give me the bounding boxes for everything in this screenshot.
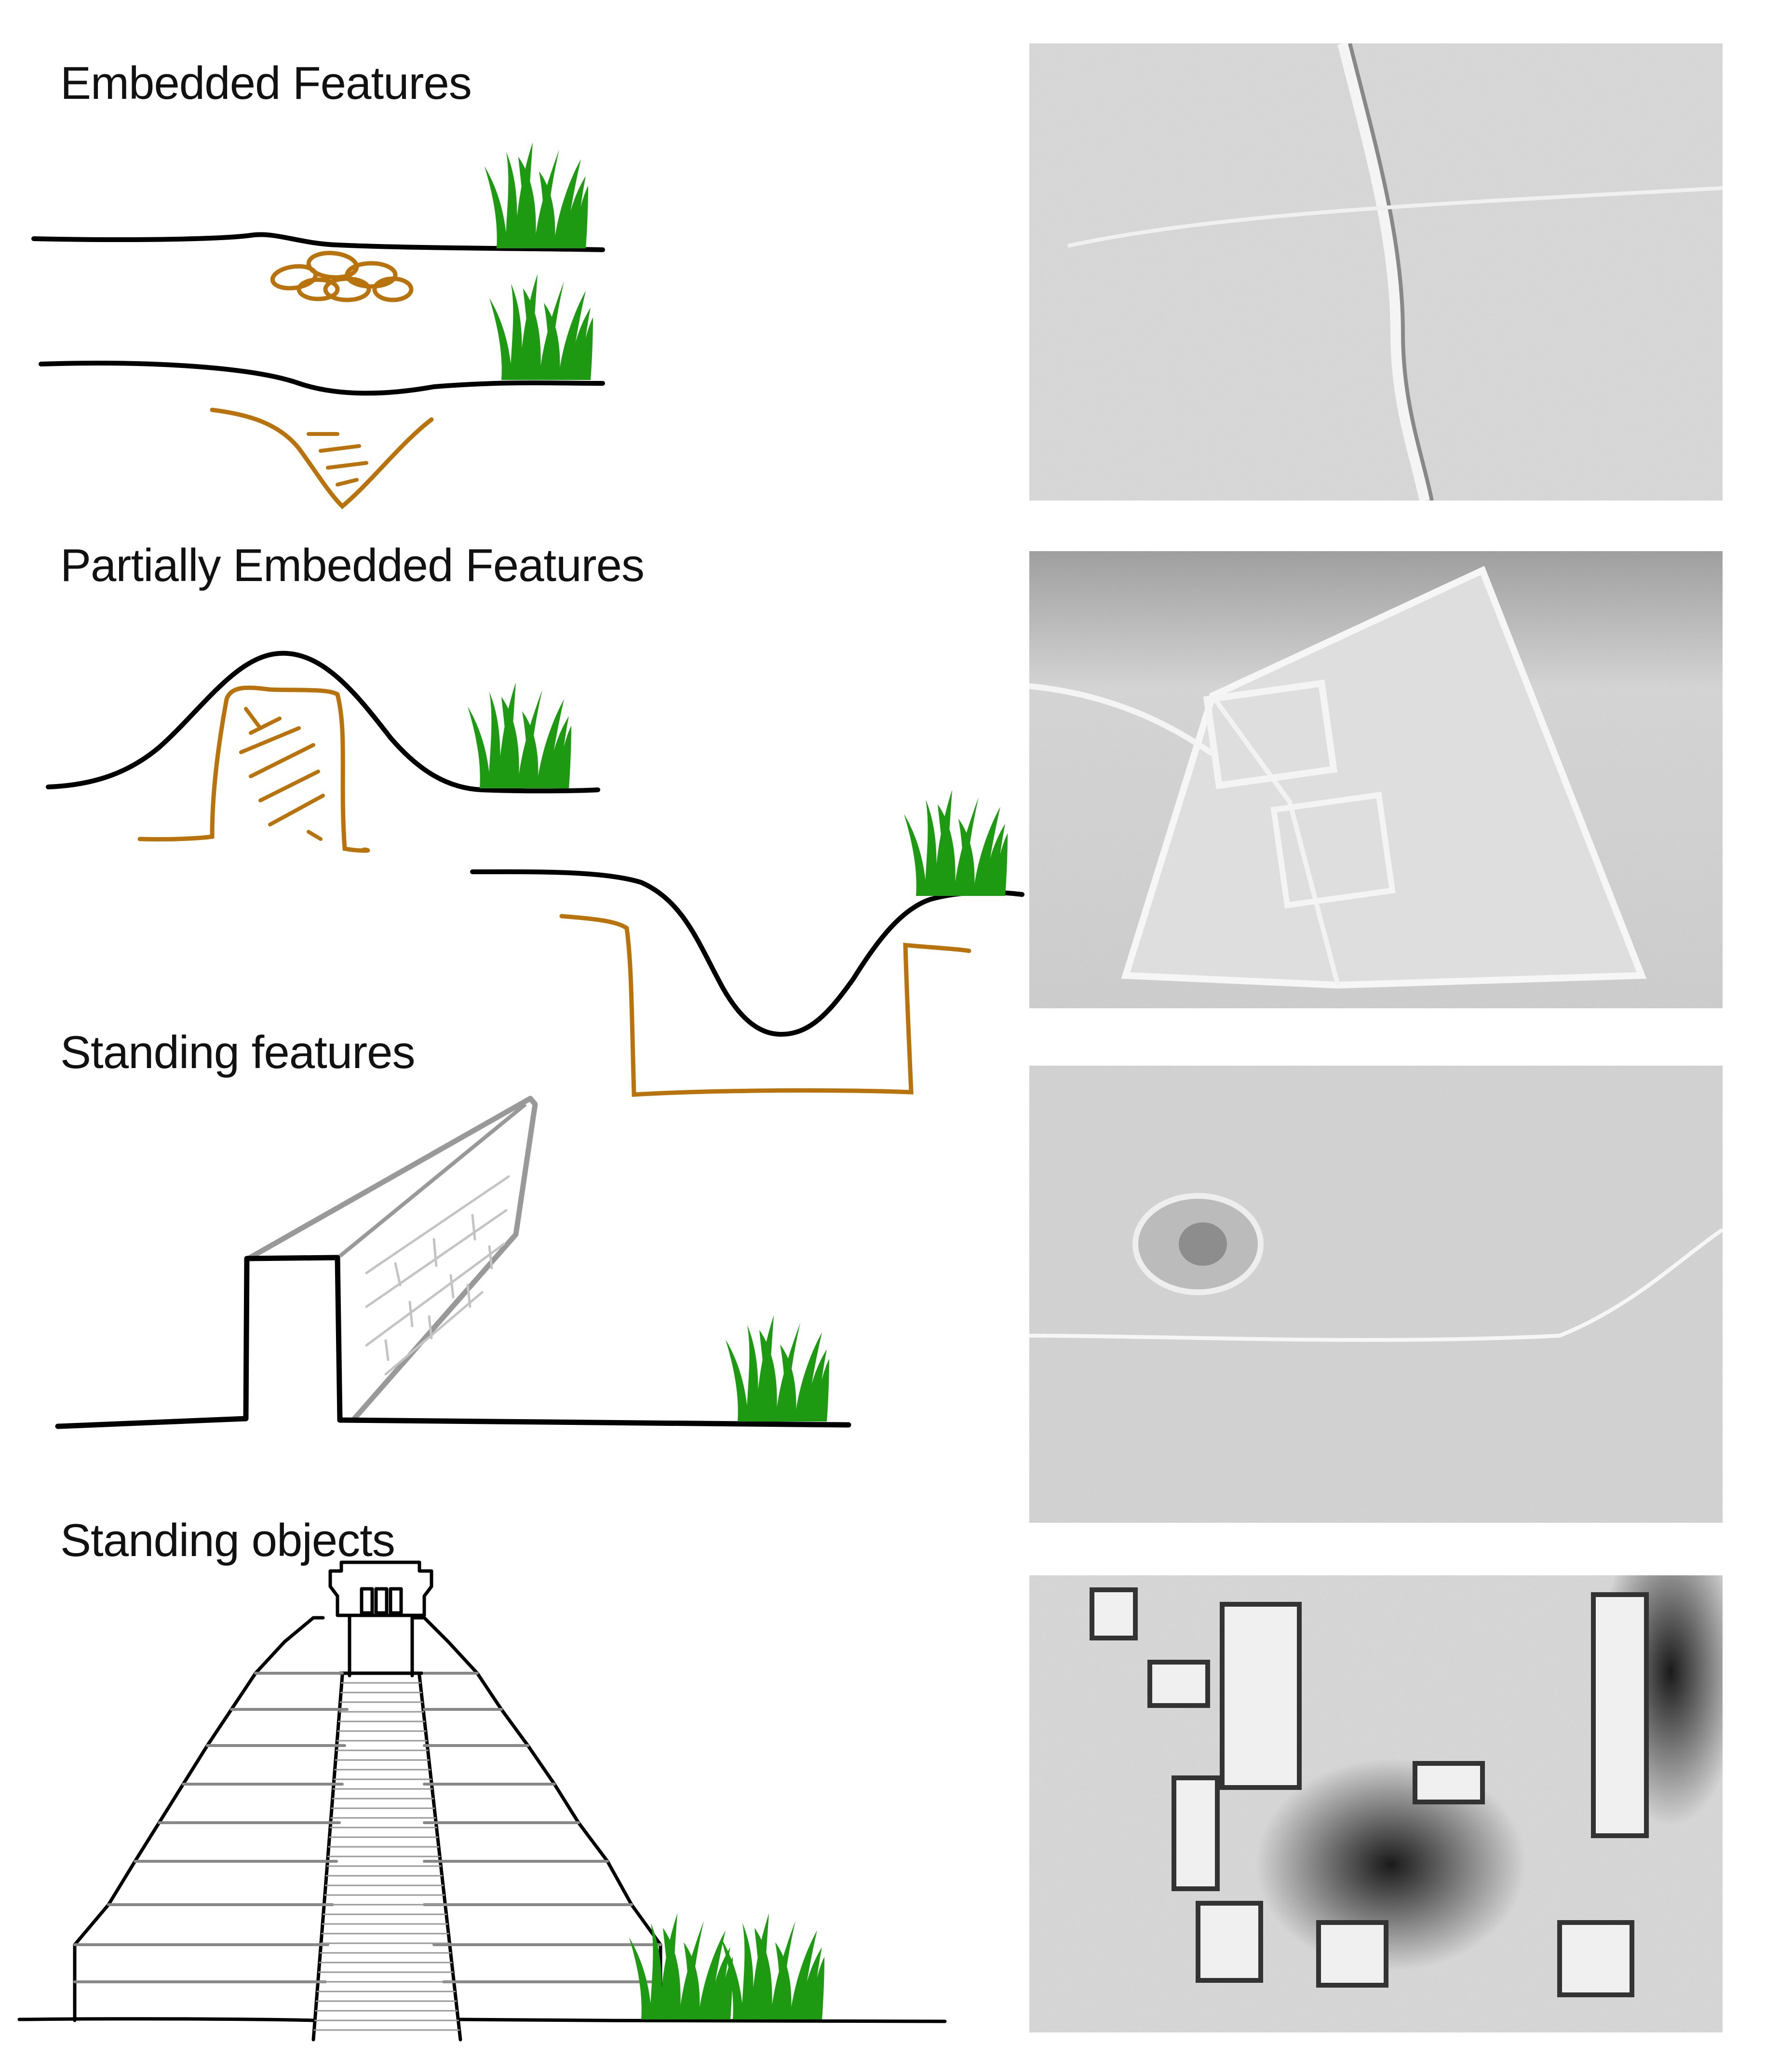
mound-icon: [46, 650, 600, 853]
section-title-partially-embedded: Partially Embedded Features: [60, 540, 645, 591]
wall-icon: [55, 1096, 851, 1429]
pit-icon: [470, 869, 1024, 1097]
hillshade-image-standing-objects: [1029, 1575, 1723, 2032]
section-title-embedded: Embedded Features: [60, 57, 472, 109]
grass-icon: [726, 1315, 829, 1422]
grass-icon: [721, 1913, 824, 2019]
stones-icon: [31, 232, 605, 302]
grass-icon: [468, 682, 571, 788]
grass-icon: [629, 1913, 733, 2019]
grass-icon: [485, 142, 588, 248]
grass-icon: [904, 790, 1008, 896]
section-title-standing-features: Standing features: [60, 1027, 416, 1078]
section-title-standing-objects: Standing objects: [60, 1515, 395, 1566]
hillshade-image-embedded: [1029, 43, 1723, 501]
hillshade-image-partially-embedded: [1029, 551, 1723, 1008]
ditch-icon: [39, 361, 605, 510]
pyramid-icon: [17, 1560, 947, 2042]
grass-icon: [489, 274, 593, 380]
hillshade-image-standing-features: [1029, 1066, 1723, 1523]
